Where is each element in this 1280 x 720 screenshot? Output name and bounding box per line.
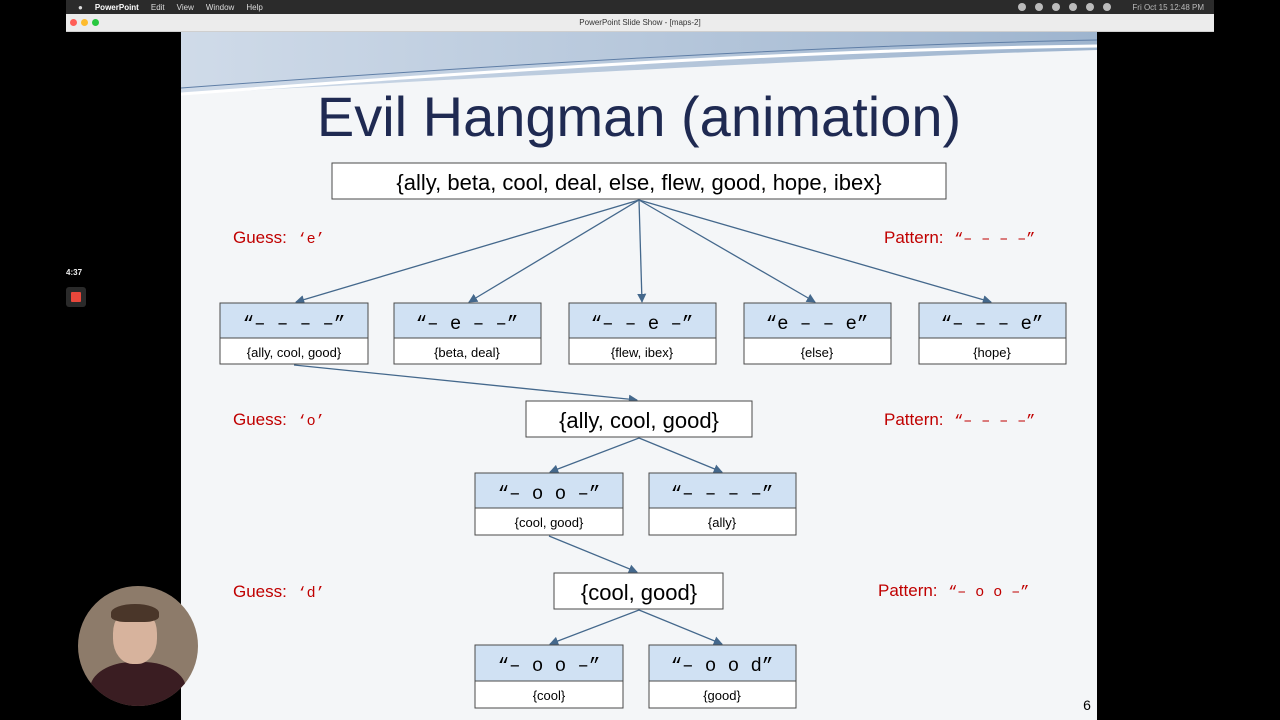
slide-title: Evil Hangman (animation) [317,85,961,148]
guess-row-2: Guess: ‘o’ Pattern: “– – – –” [233,410,1035,430]
node-pattern: “– o o –” [498,483,601,505]
status-icon[interactable] [1052,3,1061,11]
pattern-node: “– o o –” {cool, good} [474,472,624,536]
pattern-node: “– o o –” {cool} [474,644,624,709]
presenter-hair [111,604,159,622]
node-words: {beta, deal} [434,345,500,360]
pattern-node: “– – e –” {flew, ibex} [568,302,717,365]
arrow-to-set3 [548,535,638,574]
node-pattern: “e – – e” [766,313,869,335]
pattern-node: “– – – –” {ally} [648,472,797,536]
recording-timer: 4:37 [66,268,83,277]
window-title: PowerPoint Slide Show - [maps-2] [579,18,701,27]
status-icon[interactable] [1018,3,1027,11]
node-pattern: “– e – –” [416,313,519,335]
svg-text:Guess: ‘e’: Guess: ‘e’ [233,228,325,248]
pattern-node: “– – – e” {hope} [918,302,1067,365]
node-pattern: “– – e –” [591,313,694,335]
set3-box: {cool, good} [553,572,724,610]
set2-box: {ally, cool, good} [525,400,753,438]
window-titlebar: PowerPoint Slide Show - [maps-2] [66,14,1214,32]
node-pattern: “– – – –” [243,313,346,335]
set2-label: {ally, cool, good} [559,408,719,433]
pattern-label: Pattern: [878,581,938,600]
stop-recording-button[interactable] [66,287,86,307]
slide-number: 6 [1083,697,1091,713]
level1-group: “– – – –” {ally, cool, good} “– e – –” {… [219,302,1067,365]
node-pattern: “– o o –” [498,655,601,677]
menu-bar: ● PowerPoint Edit View Window Help Fri O… [66,0,1214,14]
guess-letter: ‘o’ [298,413,325,430]
header-decoration [181,32,1097,96]
pattern-node: “– o o d” {good} [648,644,797,709]
node-pattern: “– – – e” [941,313,1044,335]
node-pattern: “– o o d” [671,655,774,677]
menu-help[interactable]: Help [246,2,263,12]
pattern-value: “– o o –” [948,584,1029,601]
pattern-label: Pattern: [884,228,944,247]
node-pattern: “– – – –” [671,483,774,505]
set3-label: {cool, good} [581,580,697,605]
apple-icon[interactable]: ● [78,2,83,12]
pattern-node: “– – – –” {ally, cool, good} [219,302,369,365]
fullscreen-icon[interactable] [92,19,99,26]
menu-app-name[interactable]: PowerPoint [94,2,139,12]
arrow-to-set2 [293,364,638,404]
guess-label: Guess: [233,582,287,601]
level3-group: “– o o –” {cool} “– o o d” {good} [474,644,797,709]
node-words: {cool, good} [515,515,584,530]
guess-row-1: Guess: ‘e’ Pattern: “– – – –” [233,228,1035,248]
menu-window[interactable]: Window [205,2,235,12]
node-words: {hope} [973,345,1011,360]
svg-text:Pattern: “– o o –”: Pattern: “– o o –” [878,581,1029,601]
close-icon[interactable] [70,19,77,26]
menu-view[interactable]: View [176,2,194,12]
guess-row-3: Guess: ‘d’ Pattern: “– o o –” [233,581,1029,602]
arrows-level1 [295,199,992,305]
control-center-icon[interactable] [1103,3,1112,11]
slide-canvas: Evil Hangman (animation) {ally, beta, co… [181,32,1097,713]
arrows-level3 [549,609,723,646]
pattern-value: “– – – –” [954,413,1035,430]
top-set-box: {ally, beta, cool, deal, else, flew, goo… [331,162,947,200]
stop-icon [71,292,81,302]
pattern-node: “e – – e” {else} [743,302,892,365]
svg-text:Pattern: “– – – –”: Pattern: “– – – –” [884,410,1035,430]
status-icon[interactable] [1035,3,1044,11]
pattern-label: Pattern: [884,410,944,429]
guess-letter: ‘d’ [298,585,325,602]
guess-letter: ‘e’ [298,231,325,248]
pattern-node: “– e – –” {beta, deal} [393,302,542,365]
webcam-overlay [78,586,198,706]
node-words: {ally, cool, good} [247,345,342,360]
slide: Evil Hangman (animation) {ally, beta, co… [181,32,1097,720]
node-words: {flew, ibex} [611,345,674,360]
node-words: {ally} [708,515,737,530]
presenter-shirt [90,662,186,706]
battery-icon[interactable] [1086,3,1095,11]
level2-group: “– o o –” {cool, good} “– – – –” {ally} [474,472,797,536]
svg-text:Guess: ‘d’: Guess: ‘d’ [233,582,325,602]
svg-text:Pattern: “– – – –”: Pattern: “– – – –” [884,228,1035,248]
node-words: {cool} [533,688,566,703]
node-words: {good} [703,688,741,703]
status-area: Fri Oct 15 12:48 PM [1018,3,1214,12]
guess-label: Guess: [233,228,287,247]
menu-edit[interactable]: Edit [150,2,165,12]
arrows-level2 [549,437,723,474]
minimize-icon[interactable] [81,19,88,26]
window-controls [70,19,99,26]
wifi-icon[interactable] [1069,3,1078,11]
guess-label: Guess: [233,410,287,429]
top-set-label: {ally, beta, cool, deal, else, flew, goo… [396,170,881,195]
clock[interactable]: Fri Oct 15 12:48 PM [1132,2,1204,12]
pattern-value: “– – – –” [954,231,1035,248]
node-words: {else} [801,345,834,360]
svg-text:Guess: ‘o’: Guess: ‘o’ [233,410,325,430]
